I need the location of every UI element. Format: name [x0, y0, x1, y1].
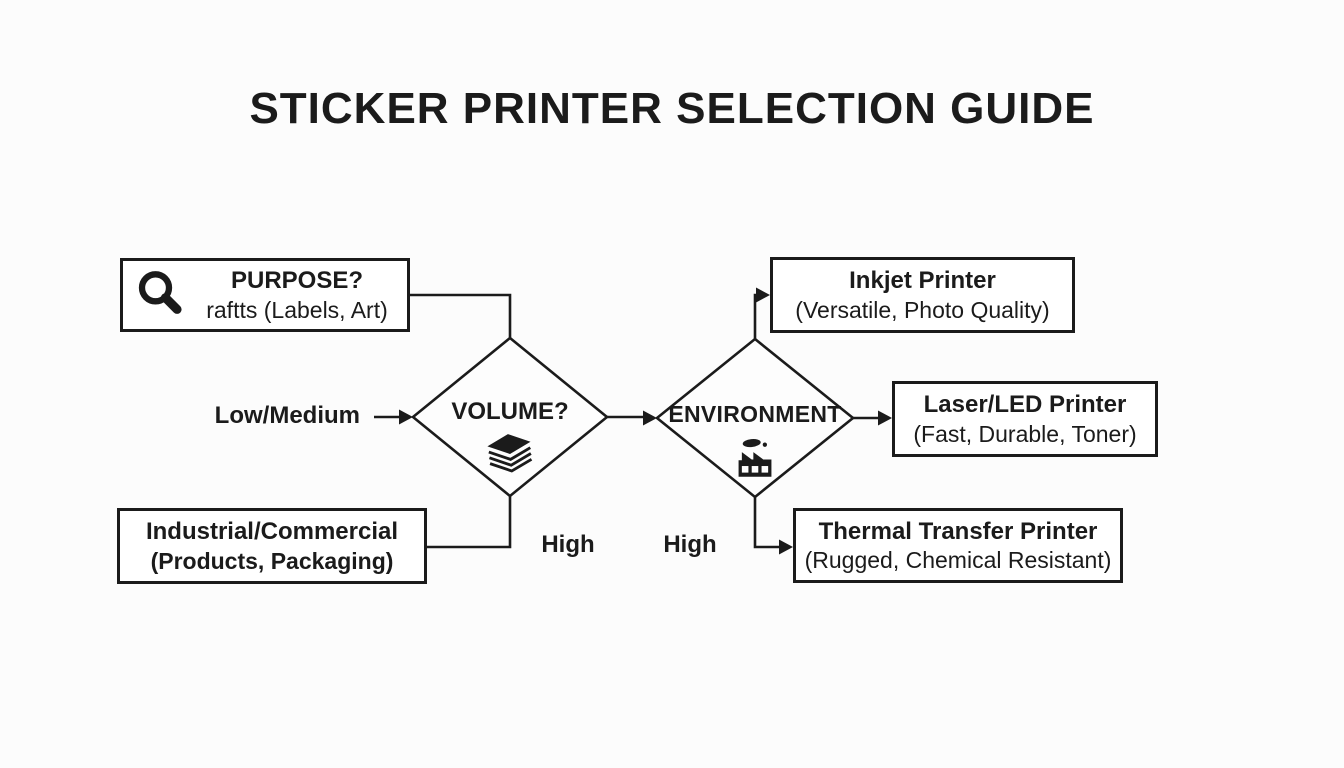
- inkjet-printer-node: Inkjet Printer (Versatile, Photo Quality…: [770, 257, 1075, 333]
- inkjet-title: Inkjet Printer: [849, 267, 996, 295]
- industrial-subtitle: (Products, Packaging): [150, 547, 394, 574]
- laser-subtitle: (Fast, Durable, Toner): [913, 420, 1137, 447]
- edge-environment-to-thermal: [753, 497, 782, 549]
- arrowhead-into-volume: [399, 409, 413, 425]
- arrowhead-into-environment: [643, 410, 657, 426]
- inkjet-subtitle: (Versatile, Photo Quality): [795, 296, 1050, 323]
- volume-decision-diamond: [410, 336, 610, 498]
- arrowhead-into-laser: [878, 410, 892, 426]
- thermal-subtitle: (Rugged, Chemical Resistant): [804, 547, 1112, 574]
- high-volume-edge-label: High: [541, 531, 595, 558]
- arrowhead-into-thermal: [779, 539, 793, 555]
- laser-title: Laser/LED Printer: [923, 391, 1127, 419]
- industrial-commercial-node: Industrial/Commercial (Products, Packagi…: [117, 508, 427, 584]
- edge-purpose-to-volume: [410, 293, 512, 338]
- industrial-title: Industrial/Commercial: [145, 518, 399, 546]
- purpose-title: PURPOSE?: [230, 267, 364, 295]
- edge-industrial-to-volume: [427, 496, 512, 549]
- high-environment-edge-label: High: [663, 531, 717, 558]
- arrowhead-into-inkjet: [756, 287, 770, 303]
- purpose-node: PURPOSE? raftts (Labels, Art): [120, 258, 410, 332]
- thermal-title: Thermal Transfer Printer: [818, 517, 1098, 545]
- page-title: STICKER PRINTER SELECTION GUIDE: [249, 84, 1095, 133]
- low-medium-edge-label: Low/Medium: [214, 402, 360, 429]
- purpose-subtitle: raftts (Labels, Art): [206, 296, 388, 323]
- laser-led-printer-node: Laser/LED Printer (Fast, Durable, Toner): [892, 381, 1158, 457]
- thermal-transfer-printer-node: Thermal Transfer Printer (Rugged, Chemic…: [793, 508, 1123, 583]
- magnifier-icon: [133, 268, 187, 322]
- environment-decision-diamond: [654, 337, 856, 499]
